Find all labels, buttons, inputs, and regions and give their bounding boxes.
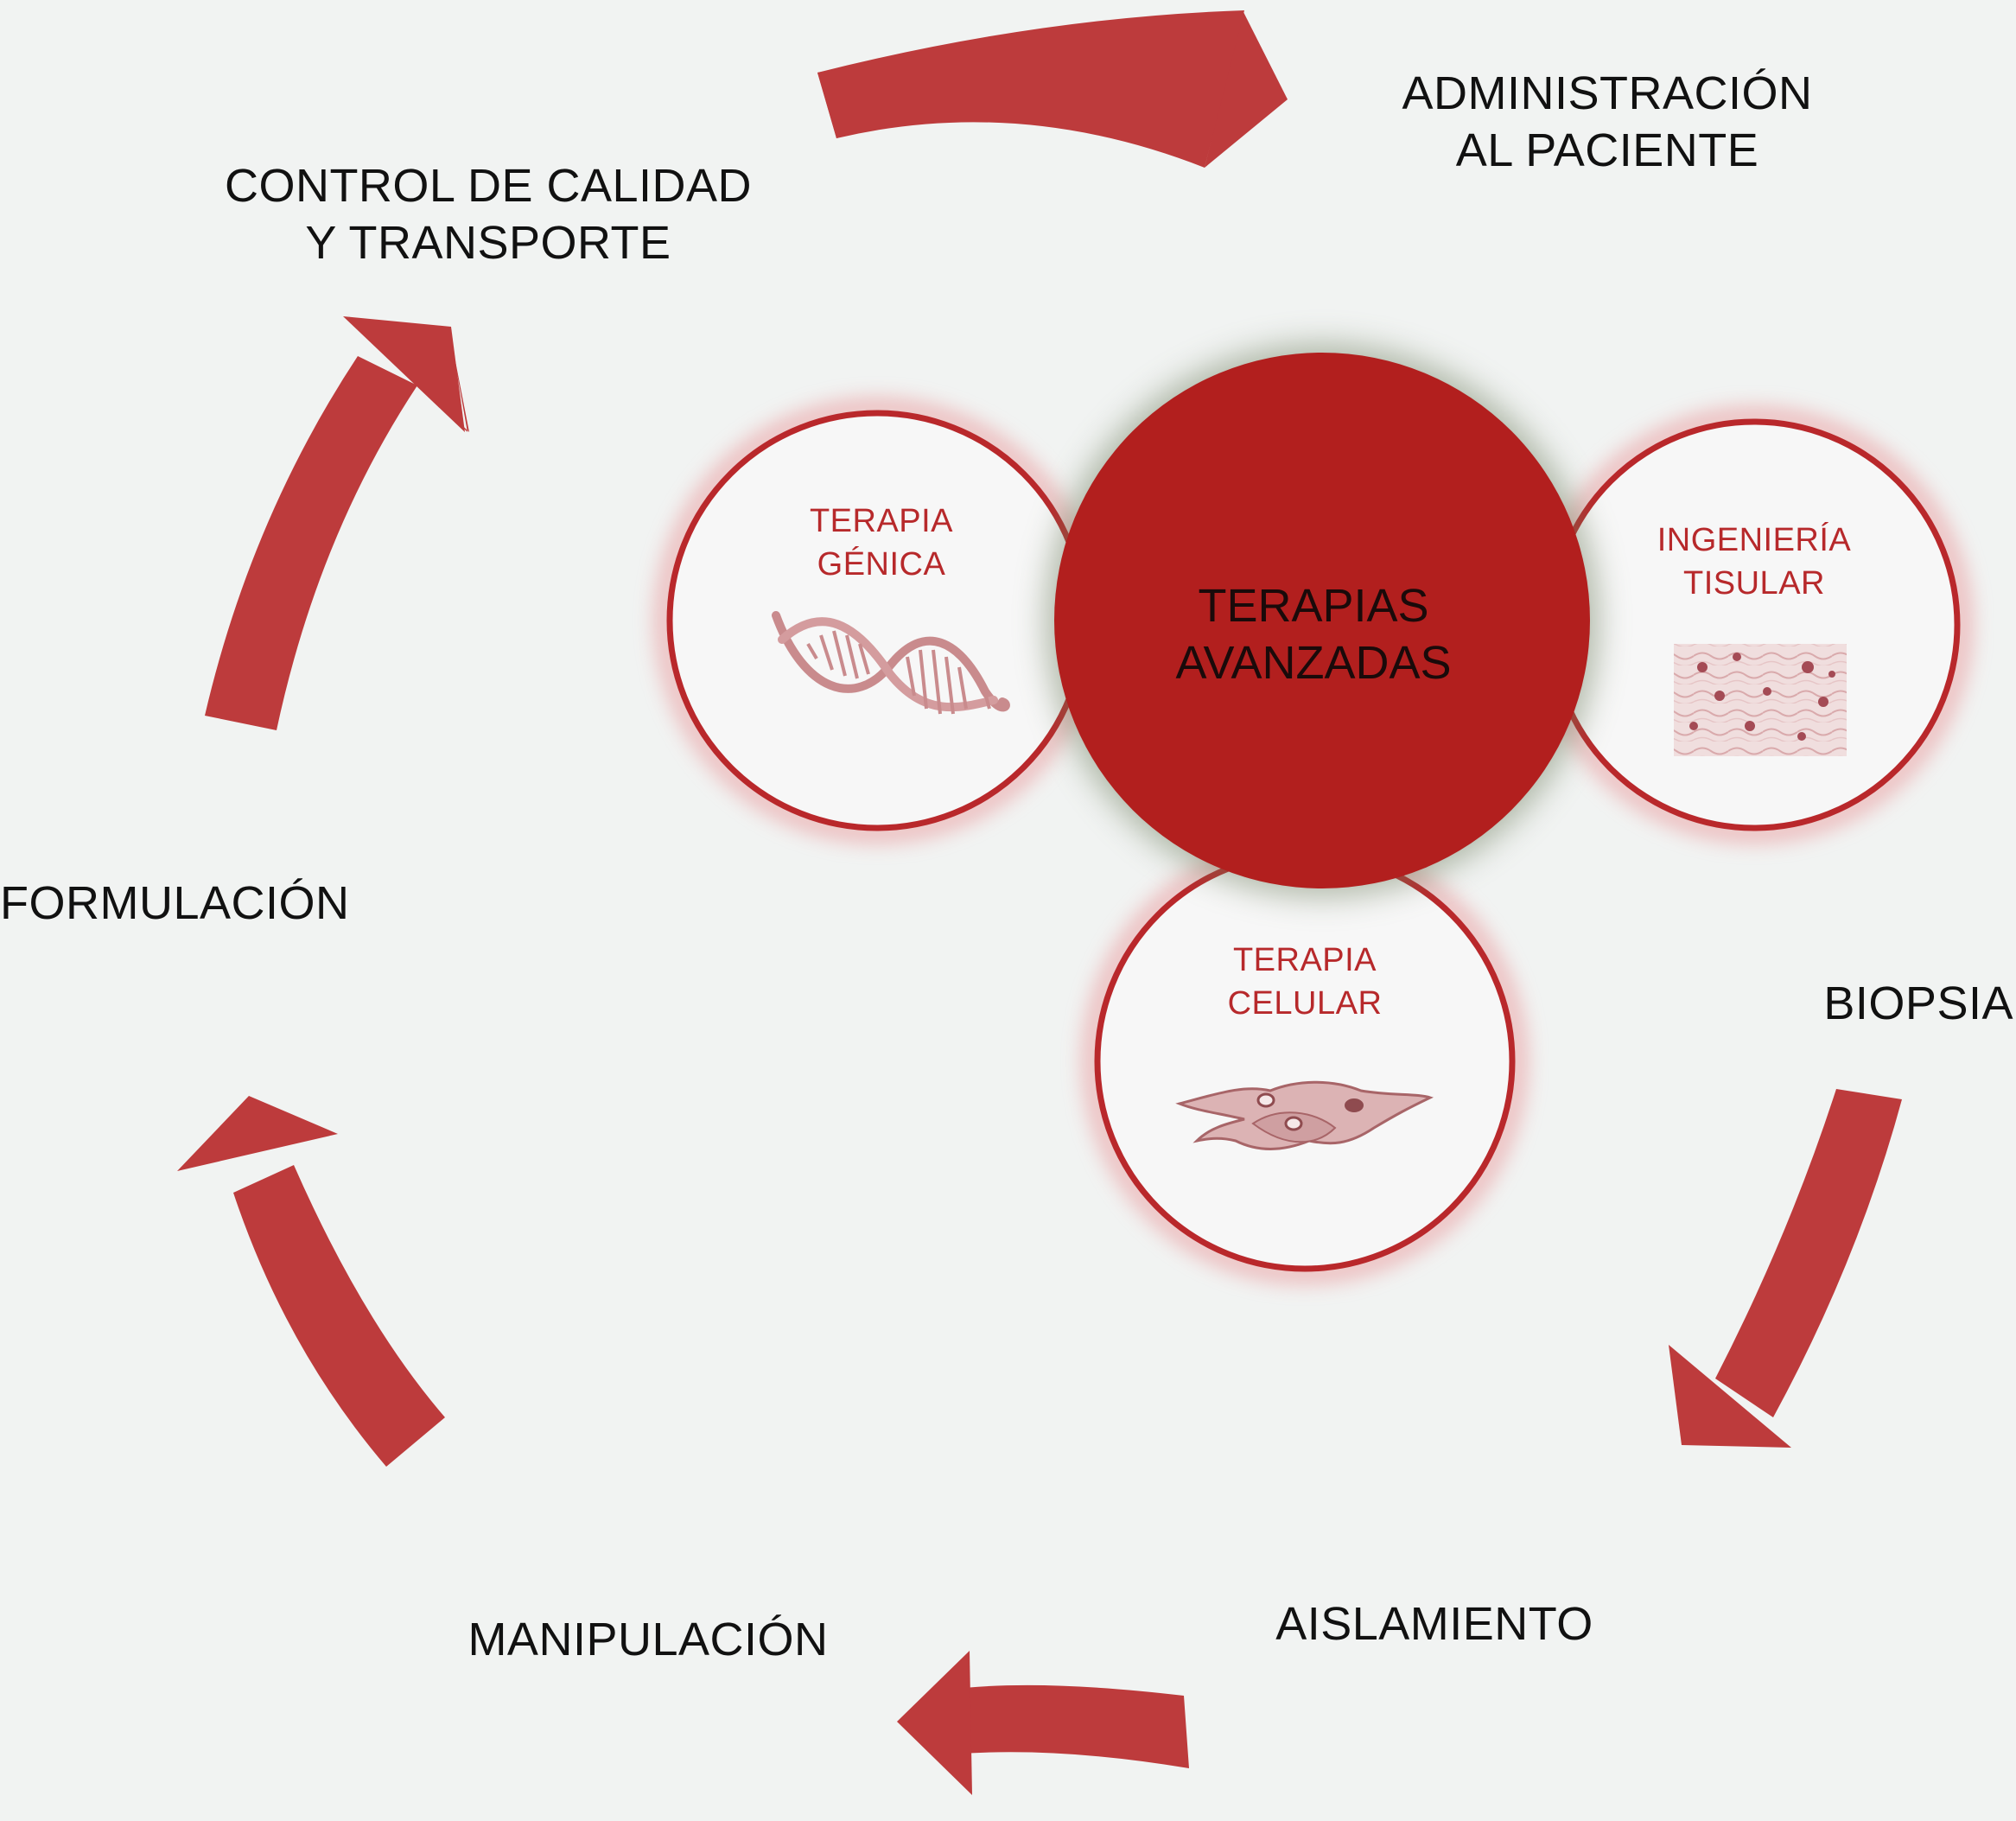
circle-terapia-genica — [655, 398, 1099, 843]
label-ingenieria-tisular: INGENIERÍA TISULAR — [1657, 522, 1852, 602]
arrow-biopsia — [1669, 1089, 1902, 1448]
label-formulacion: FORMULACIÓN — [0, 877, 350, 929]
center-title: TERAPIAS AVANZADAS — [1175, 580, 1452, 689]
label-terapia-celular: TERAPIA CELULAR — [1227, 942, 1383, 1022]
label-terapia-genica: TERAPIA GÉNICA — [809, 503, 954, 583]
circle-terapia-celular — [1083, 839, 1527, 1283]
arrow-manipulacion — [897, 1651, 1189, 1795]
arrow-control — [205, 313, 469, 730]
label-administracion: ADMINISTRACIÓN AL PACIENTE — [1402, 67, 1813, 176]
label-aislamiento: AISLAMIENTO — [1275, 1598, 1593, 1650]
dna-icon — [772, 611, 1010, 715]
tissue-icon — [1674, 644, 1847, 756]
label-biopsia: BIOPSIA — [1823, 977, 2013, 1029]
circle-terapias-avanzadas — [1046, 344, 1599, 897]
arrow-administracion — [817, 10, 1288, 168]
arrow-formulacion — [177, 1096, 445, 1467]
circle-ingenieria-tisular — [1536, 407, 1972, 843]
label-control-calidad: CONTROL DE CALIDAD Y TRANSPORTE — [224, 160, 753, 269]
cells-icon — [1175, 1080, 1434, 1150]
label-manipulacion: MANIPULACIÓN — [467, 1614, 829, 1665]
